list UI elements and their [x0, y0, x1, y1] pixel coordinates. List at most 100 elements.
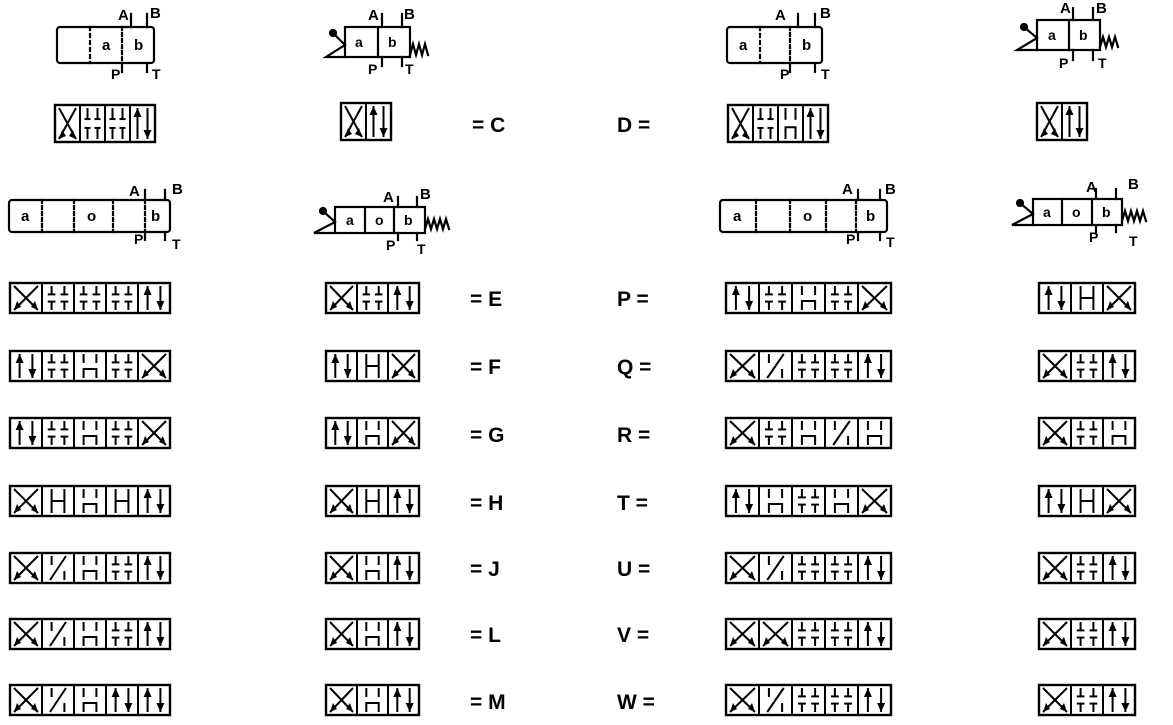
code-label-r: R =	[617, 424, 651, 447]
header-b4-port-p: P	[1089, 229, 1098, 245]
header-a3-port-p: P	[780, 66, 789, 82]
header-b2-port-p: P	[386, 237, 395, 253]
header-b2-box-left: a	[346, 212, 354, 228]
spool-short-e	[324, 281, 421, 315]
spool-full-r	[724, 416, 893, 450]
spool-short-u	[1037, 551, 1137, 585]
header-a2-port-a: A	[368, 7, 379, 24]
header-a-box-left: a	[102, 37, 111, 54]
header-b2-port-b: B	[420, 186, 431, 203]
spool-short-t	[1037, 484, 1137, 518]
header-b2-box-mid: o	[375, 212, 384, 228]
spool-short-f	[324, 349, 421, 383]
code-label-g: = G	[470, 424, 505, 447]
spool-full-e	[8, 281, 172, 315]
header-a2-port-b: B	[404, 6, 415, 23]
spool-short-j	[324, 551, 421, 585]
header-a2-box-left: a	[355, 34, 363, 50]
header-b-port-a: A	[129, 183, 140, 200]
code-label-f: = F	[470, 356, 501, 379]
header-three-position-double-2	[718, 188, 889, 242]
header-b2-port-a: A	[383, 189, 394, 206]
header-double-solenoid-2	[725, 12, 824, 74]
spool-full-p	[724, 281, 893, 315]
header-a3-box-left: a	[739, 37, 748, 54]
header-a4-port-a: A	[1060, 0, 1071, 17]
spool-full-v	[724, 617, 893, 651]
spool-symbols	[8, 101, 1137, 717]
spool-full-q	[724, 349, 893, 383]
code-label-e: = E	[470, 288, 503, 311]
header-b4-port-a: A	[1086, 179, 1097, 196]
header-a2-port-p: P	[368, 61, 377, 77]
header-b4-box-right: b	[1102, 204, 1111, 220]
header-b2-box-right: b	[404, 212, 413, 228]
spool-short-r	[1037, 416, 1137, 450]
header-b3-port-t: T	[886, 234, 895, 250]
spool-short-p	[1037, 281, 1137, 315]
spool-full-f	[8, 349, 172, 383]
header-b3-port-b: B	[885, 181, 896, 198]
header-double-solenoid-1	[55, 12, 156, 74]
header-a-box-right: b	[134, 37, 143, 54]
code-label-c: = C	[472, 114, 506, 137]
header-b3-port-p: P	[846, 231, 855, 247]
header-b3-box-mid: o	[803, 208, 812, 225]
header-three-position-double-1	[7, 188, 172, 242]
header-three-position-single-2	[1011, 187, 1148, 234]
header-a3-port-b: B	[820, 5, 831, 22]
spool-full-w	[724, 683, 893, 717]
spool-full-t	[724, 484, 893, 518]
spool-full-m	[8, 683, 172, 717]
spool-two-pos-full-left	[53, 103, 157, 144]
spool-full-h	[8, 484, 172, 518]
header-a-port-t: T	[152, 66, 161, 82]
code-label-l: = L	[470, 624, 501, 647]
header-b4-port-b: B	[1128, 176, 1139, 193]
code-label-q: Q =	[617, 356, 652, 379]
spool-short-v	[1037, 617, 1137, 651]
code-label-w: W =	[617, 691, 655, 714]
code-label-d: D =	[617, 114, 651, 137]
header-b4-box-mid: o	[1072, 204, 1081, 220]
code-label-v: V =	[617, 624, 650, 647]
header-a4-port-t: T	[1098, 55, 1107, 71]
header-b-port-b: B	[172, 181, 183, 198]
header-b3-box-left: a	[733, 208, 742, 225]
header-b2-port-t: T	[417, 241, 426, 257]
header-a4-box-right: b	[1079, 27, 1088, 43]
header-a-port-p: P	[111, 66, 120, 82]
spool-short-q	[1037, 349, 1137, 383]
header-a3-port-a: A	[775, 7, 786, 24]
header-b-box-right: b	[151, 208, 160, 225]
header-b3-box-right: b	[866, 208, 875, 225]
header-a4-port-p: P	[1059, 55, 1068, 71]
spool-full-g	[8, 416, 172, 450]
header-a-port-a: A	[118, 7, 129, 24]
spool-full-u	[724, 551, 893, 585]
header-a4-port-b: B	[1096, 0, 1107, 17]
spool-two-pos-short-right	[1035, 101, 1089, 142]
spool-full-l	[8, 617, 172, 651]
header-b-port-p: P	[134, 231, 143, 247]
header-b-box-mid: o	[87, 208, 96, 225]
code-label-p: P =	[617, 288, 649, 311]
spool-two-pos-short-c	[339, 101, 393, 142]
header-three-position-single-1	[313, 195, 451, 242]
code-label-j: = J	[470, 558, 500, 581]
header-b3-port-a: A	[842, 181, 853, 198]
code-label-u: U =	[617, 558, 651, 581]
code-label-m: = M	[470, 691, 506, 714]
header-a2-port-t: T	[405, 61, 414, 77]
header-single-solenoid-spring-2	[1013, 6, 1120, 62]
code-label-h: = H	[470, 492, 504, 515]
spool-short-h	[324, 484, 421, 518]
header-a3-port-t: T	[821, 66, 830, 82]
header-b4-port-t: T	[1129, 233, 1138, 249]
spool-two-pos-full-right	[726, 103, 830, 144]
spool-short-g	[324, 416, 421, 450]
header-b4-box-left: a	[1043, 204, 1051, 220]
header-single-solenoid-spring-1	[322, 12, 430, 68]
spool-short-l	[324, 617, 421, 651]
